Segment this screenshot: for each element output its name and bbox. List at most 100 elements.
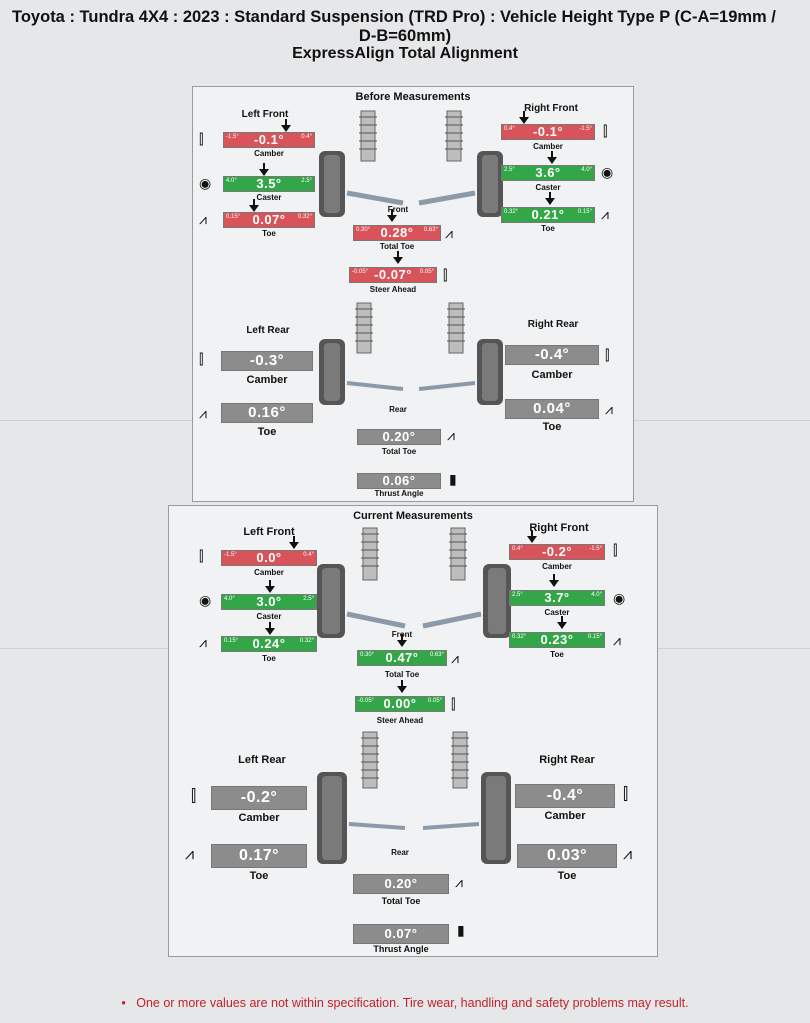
right-rear-toe-gauge: 0.04° (505, 399, 599, 419)
left-front-toe-gauge: 0.15°0.32° 0.07° (223, 212, 315, 228)
toe-min: 0.32° (504, 209, 519, 215)
thrust-angle-value: 0.06° (382, 473, 416, 488)
vehicle-title-line1: Toyota : Tundra 4X4 : 2023 : Standard Su… (12, 8, 776, 26)
steer-min: -0.05° (352, 269, 369, 275)
right-front-camber-gauge: 0.4°-1.5° -0.1° (501, 124, 595, 140)
camber-label: Camber (238, 812, 280, 824)
camber-wheel-icon: ⫿ (199, 131, 204, 147)
left-rear-camber-value: -0.2° (240, 789, 278, 806)
front-total-toe-gauge: 0.30°0.63° 0.28° (353, 225, 441, 241)
toe-label: Toe (550, 650, 564, 659)
spec-arrow-icon (393, 251, 403, 264)
camber-wheel-icon: ⫿ (623, 786, 629, 803)
total-toe-label: Total Toe (384, 670, 420, 679)
caster-max: 4.0° (591, 592, 602, 598)
caster-label: Caster (256, 612, 282, 621)
toe-wheel-icon: ⩘ (605, 401, 613, 417)
right-front-caster-value: 3.6° (535, 165, 561, 180)
toe-wheel-icon: ⩘ (199, 405, 207, 421)
toe-label: Toe (541, 224, 555, 233)
spec-arrow-icon (527, 530, 537, 543)
left-rear-toe-gauge: 0.17° (211, 844, 307, 868)
right-front-camber-value: -0.2° (541, 544, 573, 559)
warning-bullet: • (121, 996, 126, 1010)
spec-arrow-icon (265, 580, 275, 593)
right-front-caster-value: 3.7° (544, 590, 570, 605)
front-total-toe-value: 0.47° (385, 650, 419, 665)
camber-wheel-icon: ⫿ (605, 347, 610, 363)
caster-max: 4.0° (581, 167, 592, 173)
steer-max: 0.05° (419, 269, 434, 275)
spec-warning: • One or more values are not within spec… (0, 996, 810, 1010)
camber-max: 0.4° (303, 552, 314, 558)
spec-arrow-icon (281, 119, 291, 132)
spec-arrow-icon (259, 163, 269, 176)
left-rear-label: Left Rear (238, 754, 286, 766)
total-toe-max: 0.63° (429, 652, 444, 658)
right-front-toe-gauge: 0.32°0.15° 0.23° (509, 632, 605, 648)
caster-max: 2.5° (301, 178, 312, 184)
rear-total-toe-value: 0.20° (382, 429, 416, 444)
total-toe-icon: ⩘ (455, 874, 463, 890)
toe-wheel-icon: ⩘ (601, 206, 609, 222)
total-toe-icon: ⩘ (447, 427, 455, 443)
report-title: ExpressAlign Total Alignment (292, 45, 518, 62)
toe-wheel-icon: ⩘ (185, 846, 195, 863)
steer-min: -0.05° (358, 698, 375, 704)
total-toe-icon: ⩘ (451, 650, 459, 666)
camber-label: Camber (254, 568, 284, 577)
camber-label: Camber (544, 810, 586, 822)
right-front-toe-value: 0.21° (531, 207, 565, 222)
total-toe-label: Total Toe (381, 447, 417, 456)
front-label: Front (387, 205, 409, 214)
toe-min: 0.15° (224, 638, 239, 644)
spec-arrow-icon (387, 209, 397, 222)
spec-arrow-icon (265, 622, 275, 635)
left-front-caster-value: 3.5° (256, 176, 282, 191)
thrust-angle-gauge: 0.07° (353, 924, 449, 944)
panel-title: Before Measurements (355, 91, 471, 103)
camber-max: 0.4° (301, 134, 312, 140)
toe-label: Toe (262, 654, 276, 663)
toe-wheel-icon: ⩘ (623, 846, 633, 863)
toe-label: Toe (262, 229, 276, 238)
camber-wheel-icon: ⫿ (191, 788, 197, 805)
thrust-angle-gauge: 0.06° (357, 473, 441, 489)
left-rear-camber-gauge: -0.3° (221, 351, 313, 371)
front-total-toe-value: 0.28° (380, 225, 414, 240)
left-front-camber-gauge: -1.5°0.4° 0.0° (221, 550, 317, 566)
spec-arrow-icon (557, 616, 567, 629)
steer-ahead-value: -0.07° (374, 267, 412, 282)
caster-label: Caster (535, 183, 561, 192)
left-front-caster-value: 3.0° (256, 594, 282, 609)
caster-label: Caster (256, 193, 282, 202)
camber-max: -1.5° (589, 546, 602, 552)
front-suspension-diagram (319, 110, 503, 217)
right-rear-label: Right Rear (527, 319, 579, 330)
toe-min: 0.15° (226, 214, 241, 220)
camber-min: 0.4° (512, 546, 523, 552)
rear-total-toe-gauge: 0.20° (353, 874, 449, 894)
right-rear-label: Right Rear (539, 754, 595, 766)
caster-wheel-icon: ◉ (601, 164, 614, 180)
warning-text: One or more values are not within specif… (136, 996, 689, 1010)
front-suspension-diagram (317, 527, 511, 638)
steer-ahead-value: 0.00° (383, 696, 417, 711)
toe-label: Toe (257, 426, 277, 438)
rear-suspension-diagram (319, 302, 503, 405)
left-rear-toe-value: 0.16° (248, 404, 286, 421)
left-front-toe-value: 0.24° (252, 636, 286, 651)
steer-ahead-gauge: -0.05°0.05° 0.00° (355, 696, 445, 712)
total-toe-icon: ⩘ (445, 225, 453, 241)
front-total-toe-gauge: 0.30°0.63° 0.47° (357, 650, 447, 666)
camber-wheel-icon: ⫿ (603, 123, 608, 139)
spec-arrow-icon (545, 192, 555, 205)
camber-label: Camber (531, 369, 573, 381)
toe-label: Toe (542, 421, 562, 433)
toe-wheel-icon: ⩘ (199, 634, 207, 650)
toe-wheel-icon: ⩘ (199, 211, 207, 227)
left-front-caster-gauge: 4.0°2.5° 3.0° (221, 594, 317, 610)
spec-arrow-icon (519, 111, 529, 124)
camber-wheel-icon: ⫿ (613, 542, 618, 558)
thrust-angle-icon: ▮ (449, 471, 457, 487)
